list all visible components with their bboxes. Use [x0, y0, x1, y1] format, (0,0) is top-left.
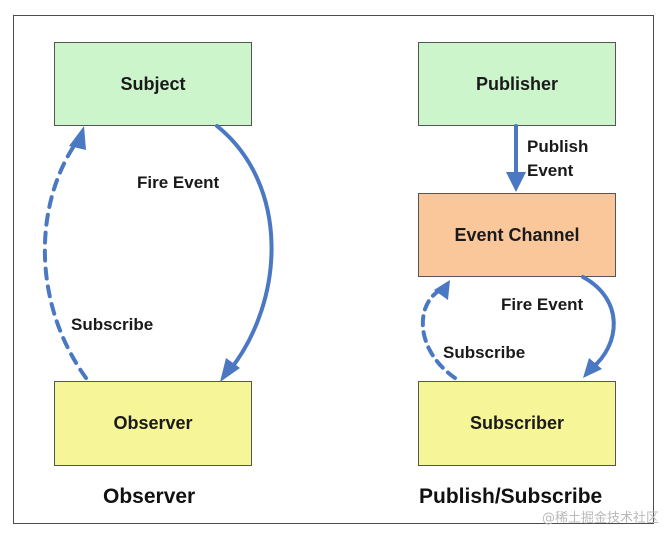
observer-subscribe-arrowhead: [69, 126, 86, 150]
publish-event-arrowhead: [506, 172, 526, 192]
observer-caption: Observer: [103, 485, 196, 508]
observer-subscribe-arrow: [42, 138, 88, 380]
pubsub-fire-event-arrow: [581, 275, 616, 370]
diagram-frame: [13, 15, 654, 524]
subject-label: Subject: [120, 73, 186, 94]
pubsub-fire-event-arrowhead: [583, 358, 602, 378]
subscriber-box: Subscriber: [418, 381, 616, 466]
subject-box: Subject: [54, 42, 252, 126]
pubsub-fire-event-label: Fire Event: [501, 295, 584, 314]
observer-fire-event-arrow: [215, 124, 274, 372]
observer-subscribe-label: Subscribe: [71, 315, 154, 334]
observer-fire-event-arrowhead: [220, 358, 240, 382]
publish-event-line2: Event: [527, 161, 574, 180]
publish-event-line1: Publish: [527, 137, 589, 156]
observer-fire-event-label: Fire Event: [137, 173, 220, 192]
pubsub-caption: Publish/Subscribe: [419, 485, 603, 508]
pubsub-subscribe-arrowhead: [434, 280, 450, 300]
event-channel-label: Event Channel: [454, 224, 580, 245]
observer-box: Observer: [54, 381, 252, 466]
publisher-label: Publisher: [475, 73, 559, 94]
publish-event-label: Publish Event: [527, 135, 588, 183]
watermark: @稀土掘金技术社区: [541, 511, 659, 526]
event-channel-box: Event Channel: [418, 193, 616, 277]
pubsub-subscribe-arrow: [420, 288, 457, 380]
pubsub-subscribe-label: Subscribe: [443, 343, 526, 362]
observer-label: Observer: [113, 413, 193, 433]
subscriber-label: Subscriber: [469, 413, 565, 433]
publisher-box: Publisher: [418, 42, 616, 126]
